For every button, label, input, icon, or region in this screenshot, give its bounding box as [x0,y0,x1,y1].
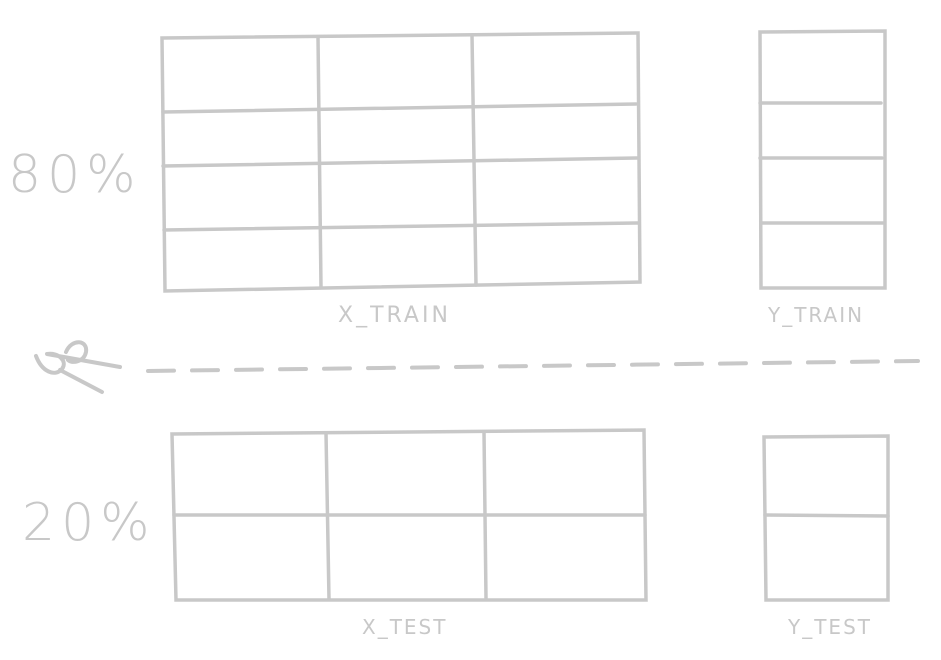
x-train-border [160,31,642,293]
x-test-label: X_TEST [362,615,447,639]
x-test-grid [170,428,648,602]
split-dashed-line [146,359,920,373]
x-train-col-line [470,33,478,287]
x-train-row-line [161,156,640,168]
x-train-row-line [161,102,638,114]
x-train-grid [160,31,642,293]
scissors-icon [34,340,122,394]
x-train-label: X_TRAIN [338,303,451,328]
y-train-grid [758,29,887,290]
y-train-border [758,29,887,290]
y-test-grid [762,434,890,602]
y-test-border [762,434,890,602]
test-percent-label: 20% [22,493,156,553]
x-test-border [170,428,648,602]
y-test-label: Y_TEST [787,615,872,639]
x-test-col-line [324,431,331,601]
x-test-col-line [482,430,488,600]
x-train-col-line [316,35,323,289]
train-percent-label: 80% [8,145,142,205]
y-test-row-line [763,513,890,518]
y-train-label: Y_TRAIN [767,303,864,327]
x-train-row-line [162,221,641,232]
